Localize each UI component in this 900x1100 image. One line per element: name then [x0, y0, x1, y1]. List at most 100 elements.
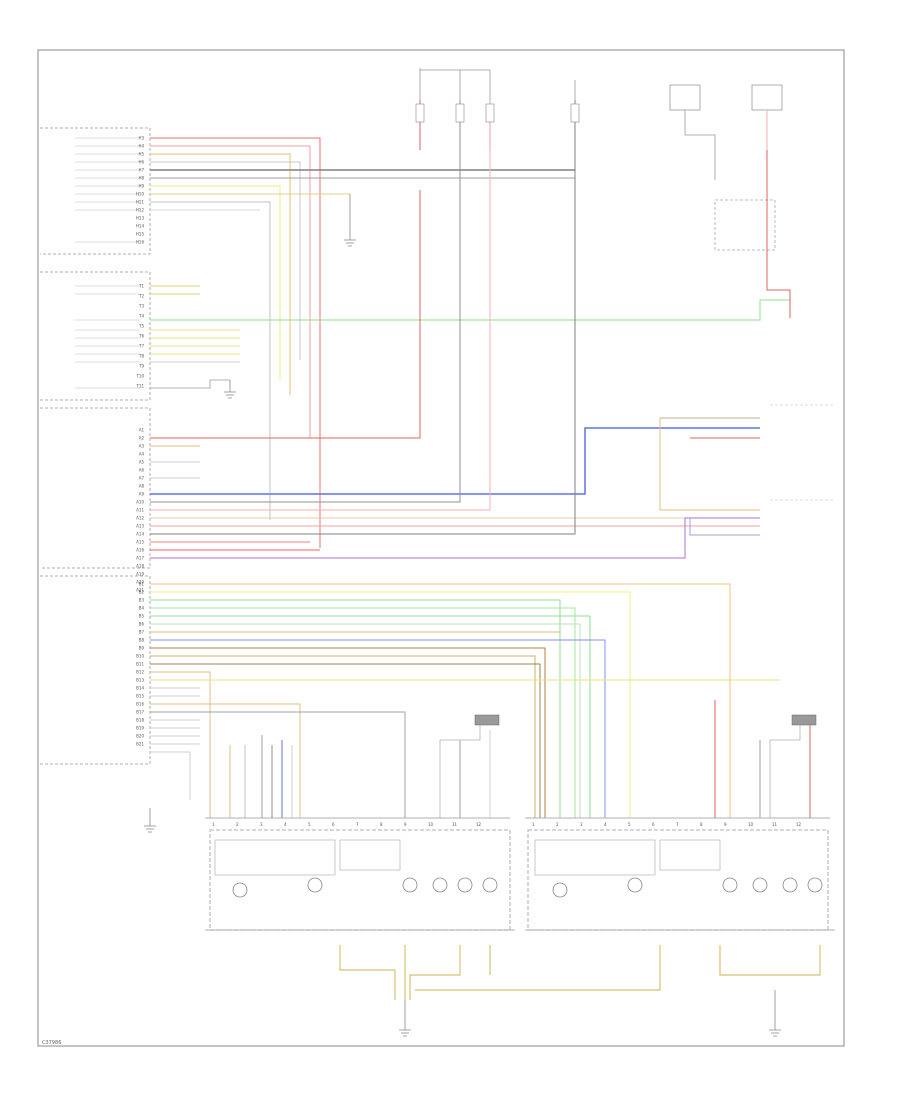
connector-pin-label: B18: [136, 718, 144, 723]
connector-pin-label: A21: [136, 588, 144, 593]
connector-pin-label: A2: [139, 436, 145, 441]
ground-symbol-center: [344, 194, 356, 247]
connector-pin-label: T5: [138, 324, 144, 329]
headlamp-pin-label: 2: [556, 822, 559, 827]
connector-pin-label: B4: [139, 606, 145, 611]
connector-pin-label: B9: [139, 646, 145, 651]
headlamp-pin-label: 10: [428, 822, 434, 827]
headlamp-pin-label: 9: [724, 822, 727, 827]
connector-pin-label: T11: [135, 384, 144, 389]
headlamp-pin-label: 1: [212, 822, 215, 827]
headlamp-pin-label: 1: [532, 822, 535, 827]
connector-pin-label: B1: [139, 582, 145, 587]
connector-pin-label: A17: [136, 556, 144, 561]
headlamp-pin-label: 5: [308, 822, 311, 827]
connector-pin-label: H16: [136, 240, 145, 245]
connector-pin-label: H11: [136, 200, 145, 205]
connector-pin-label: H13: [136, 216, 145, 221]
connector-pin-label: T8: [138, 354, 144, 359]
headlamp-pin-label: 12: [796, 822, 802, 827]
bottom-block-wires: [150, 583, 780, 818]
ground-stems: [144, 808, 781, 1037]
connector-pin-label: T2: [138, 294, 144, 299]
connector-pin-label: B15: [136, 694, 144, 699]
connector-pin-label: H7: [138, 168, 144, 173]
connector-pin-label: T3: [138, 304, 144, 309]
connector-pin-label: H12: [136, 208, 145, 213]
left-headlamp-bulbs: [232, 877, 498, 898]
connector-pin-label: B2: [139, 590, 145, 595]
headlamp-pin-label: 2: [236, 822, 239, 827]
headlamp-pin-label: 6: [332, 822, 335, 827]
connector-pin-label: A19: [136, 572, 144, 577]
connector-pin-label: B10: [136, 654, 144, 659]
connector-pin-label: B17: [136, 710, 144, 715]
right-headlamp-bulbs: [552, 877, 823, 898]
connector-pin-label: A1: [139, 428, 145, 433]
headlamp-pin-label: 8: [380, 822, 383, 827]
connector-pin-label: H6: [138, 160, 144, 165]
connector-pin-label: A7: [139, 476, 145, 481]
connector-pin-label: H3: [138, 136, 144, 141]
ground-symbol-switch: [224, 380, 236, 399]
connector-pin-label: B8: [139, 638, 145, 643]
connector-pin-label: H10: [136, 192, 145, 197]
left-headlamp-assembly: [205, 817, 515, 931]
headlamp-pin-label: 4: [604, 822, 607, 827]
connector-pin-label: B6: [139, 622, 145, 627]
top-right-relay: [669, 84, 791, 318]
left-block-label-ticks: [75, 137, 140, 389]
connector-pin-label: H5: [138, 152, 144, 157]
connector-pin-label: A15: [136, 540, 144, 545]
connector-pin-label: A12: [136, 516, 144, 521]
connector-pin-label: T10: [135, 374, 144, 379]
connector-pin-label: H9: [138, 184, 144, 189]
connector-pin-label: T7: [138, 344, 144, 349]
connector-pin-label: H4: [138, 144, 144, 149]
connector-pin-label: A5: [139, 460, 145, 465]
headlamp-pin-label: 10: [748, 822, 754, 827]
ground-harness: [339, 945, 821, 1000]
fuse-bus: [419, 68, 576, 100]
right-headlamp-assembly: [525, 817, 835, 931]
connector-pin-label: B3: [139, 598, 145, 603]
connector-pin-label: A18: [136, 564, 144, 569]
connector-pin-label: B12: [136, 670, 144, 675]
connector-pin-label: A16: [136, 548, 144, 553]
connector-pin-label: A6: [139, 468, 145, 473]
lower-block-wires: [150, 150, 760, 559]
connector-pin-label: H14: [136, 224, 145, 229]
connector-pin-label: B13: [136, 678, 144, 683]
headlamp-pin-label: 7: [676, 822, 679, 827]
headlamp-connector-caps: [474, 714, 817, 726]
connector-pin-label: B21: [136, 742, 144, 747]
left-headlamp-drops: [229, 730, 491, 818]
headlamp-pin-label: 8: [700, 822, 703, 827]
connector-pin-label: B20: [136, 734, 144, 739]
connector-pin-label: A13: [136, 524, 144, 529]
right-side-connectors: [659, 417, 760, 536]
connector-pin-label: A14: [136, 532, 144, 537]
top-block-wires: [150, 137, 575, 548]
headlamp-pin-label: 6: [652, 822, 655, 827]
footer-code: C37986: [42, 1040, 62, 1046]
connector-pin-label: A9: [139, 492, 145, 497]
headlamp-pin-label: 9: [404, 822, 407, 827]
headlamp-pin-label: 3: [260, 822, 263, 827]
diagram-frame: [37, 49, 845, 1047]
connector-pin-label: B14: [136, 686, 144, 691]
headlamp-cap-wires: [440, 700, 811, 818]
headlamp-pin-label: 4: [284, 822, 287, 827]
connector-pin-label: A20: [136, 580, 144, 585]
headlamp-pin-label: 3: [580, 822, 583, 827]
connector-pin-label: T9: [138, 364, 144, 369]
connector-pin-label: H15: [136, 232, 145, 237]
fuse-wires: [419, 100, 576, 150]
headlamp-pin-label: 5: [628, 822, 631, 827]
connector-pin-label: B11: [136, 662, 144, 667]
connector-pin-label: B5: [139, 614, 145, 619]
connector-pin-label: A10: [136, 500, 144, 505]
connector-pin-label: T6: [138, 334, 144, 339]
left-module-blocks: [40, 127, 151, 765]
